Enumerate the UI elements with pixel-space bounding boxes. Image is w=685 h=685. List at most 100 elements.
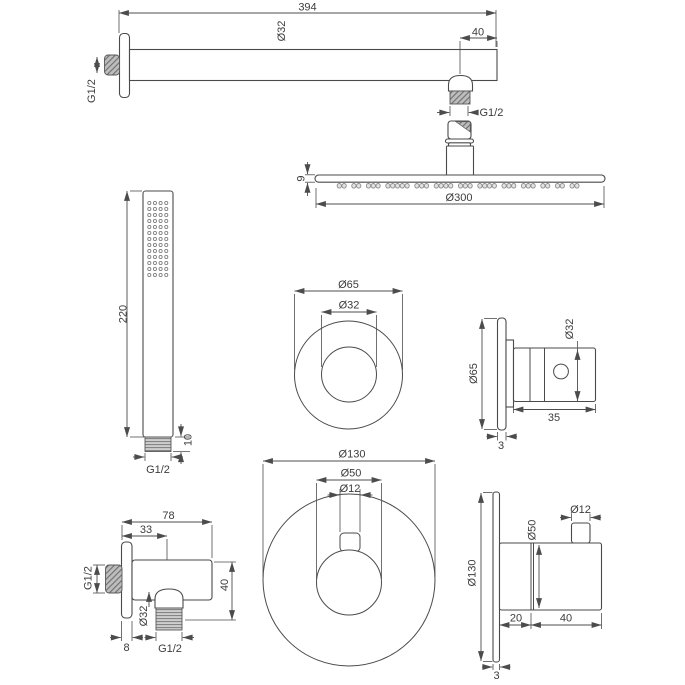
spray-dot bbox=[164, 254, 169, 259]
view-shower-arm: 394 Ø32 G1/2 40 bbox=[86, 2, 498, 103]
nozzle-dot bbox=[375, 183, 381, 189]
nozzle-dot bbox=[525, 183, 531, 189]
trim-plate-thickness-dimension: 3 bbox=[486, 432, 517, 452]
mixer-side-lever-width-label: Ø12 bbox=[570, 504, 591, 516]
arm-end-dome bbox=[447, 74, 474, 92]
arm-wall-plate bbox=[118, 32, 131, 99]
spray-dot bbox=[158, 273, 163, 278]
elbow-inlet-thread-label: G1/2 bbox=[82, 566, 94, 590]
trim-plate-thickness-label: 3 bbox=[498, 440, 504, 452]
nozzle-dot bbox=[443, 183, 449, 189]
mixer-side-knob-diameter-dimension: Ø50 bbox=[526, 520, 542, 609]
spray-dot bbox=[152, 230, 157, 235]
spray-dot bbox=[164, 267, 169, 272]
rain-head-nozzles bbox=[336, 183, 580, 189]
nozzle-dot bbox=[477, 183, 483, 189]
spray-dot bbox=[164, 248, 169, 253]
arm-length-dimension: 394 bbox=[118, 2, 497, 47]
hand-shower-body bbox=[142, 190, 174, 438]
spray-dot bbox=[147, 254, 152, 259]
mixer-side-plate-diameter-label: Ø130 bbox=[466, 560, 478, 587]
mixer-side-knob-diameter-label: Ø50 bbox=[526, 520, 538, 541]
hand-shower-spray-face bbox=[147, 200, 169, 278]
mixer-side-lever-width-dimension: Ø12 bbox=[560, 504, 601, 521]
spray-dot bbox=[152, 261, 157, 266]
spray-dot bbox=[147, 267, 152, 272]
trim-step-ring bbox=[505, 339, 515, 408]
spray-dot bbox=[152, 267, 157, 272]
trim-wall-plate bbox=[496, 317, 507, 431]
elbow-outlet-thread-dimension: G1/2 bbox=[144, 632, 194, 655]
nozzle-dot bbox=[540, 183, 546, 189]
nozzle-dot bbox=[486, 183, 493, 189]
nozzle-dot bbox=[448, 183, 454, 189]
head-thickness-label: 9 bbox=[295, 175, 307, 181]
trim-button bbox=[553, 363, 569, 380]
trim-depth-dimension: 35 bbox=[513, 404, 596, 424]
nozzle-dot bbox=[365, 183, 372, 189]
arm-inlet-thread bbox=[104, 54, 120, 76]
head-diameter-dimension: Ø300 bbox=[315, 186, 605, 208]
spray-dot bbox=[152, 242, 157, 247]
nozzle-dot bbox=[419, 183, 425, 189]
spray-dot bbox=[147, 206, 152, 211]
trim-plate-diameter-dimension: Ø65 bbox=[468, 318, 497, 430]
elbow-outlet-diameter-label: Ø32 bbox=[138, 606, 150, 627]
spray-dot bbox=[164, 218, 169, 223]
mixer-side-base-depth-label: 20 bbox=[510, 613, 522, 625]
hand-shower-length-label: 220 bbox=[117, 305, 129, 323]
mixer-side-plate-thickness-dimension: 3 bbox=[482, 664, 511, 682]
nozzle-dot bbox=[385, 183, 391, 189]
hand-shower-thread bbox=[144, 436, 172, 452]
mixer-knob-circle bbox=[316, 549, 382, 616]
mixer-wall-plate bbox=[492, 491, 501, 663]
mixer-lever-width-label: Ø12 bbox=[340, 483, 361, 495]
spray-dot bbox=[147, 218, 152, 223]
spray-dot bbox=[152, 248, 157, 253]
nozzle-dot bbox=[390, 183, 396, 189]
arm-tube-diameter-label: Ø32 bbox=[276, 21, 288, 42]
spray-dot bbox=[158, 218, 163, 223]
trim-inner-diameter-label: Ø32 bbox=[339, 300, 360, 312]
mixer-side-plate-diameter-dimension: Ø130 bbox=[466, 492, 493, 662]
nozzle-dot bbox=[433, 183, 439, 189]
nozzle-dot bbox=[404, 183, 410, 189]
mixer-knob-diameter-label: Ø50 bbox=[341, 468, 362, 480]
spray-dot bbox=[158, 224, 163, 229]
nozzle-dot bbox=[341, 183, 347, 189]
spray-dot bbox=[164, 206, 169, 211]
spray-dot bbox=[158, 248, 163, 253]
spray-dot bbox=[147, 236, 152, 241]
hand-shower-length-dimension: 220 bbox=[117, 190, 144, 438]
nozzle-dot bbox=[511, 183, 517, 189]
trim-inner-circle bbox=[321, 346, 377, 403]
view-rain-head: G1/2 9 Ø300 bbox=[295, 74, 606, 208]
view-outlet-elbow: 78 33 G1/2 Ø32 40 bbox=[82, 510, 236, 655]
nozzle-dot bbox=[399, 183, 405, 189]
mixer-plate-diameter-label: Ø130 bbox=[339, 449, 366, 461]
spray-dot bbox=[147, 230, 152, 235]
spray-dot bbox=[152, 218, 157, 223]
head-connector-thread-dimension: G1/2 bbox=[437, 106, 503, 119]
elbow-width-label: 78 bbox=[162, 510, 174, 522]
nozzle-dot bbox=[457, 183, 464, 189]
spray-dot bbox=[164, 200, 169, 205]
spray-dot bbox=[152, 200, 157, 205]
spray-dot bbox=[164, 224, 169, 229]
spray-dot bbox=[158, 254, 163, 259]
nozzle-dot bbox=[356, 183, 362, 189]
spray-dot bbox=[158, 236, 163, 241]
view-mixer-side: Ø130 Ø12 Ø50 20 40 3 bbox=[466, 491, 603, 682]
elbow-inlet-thread bbox=[105, 564, 123, 594]
hand-shower-thread-length-dimension: 10 bbox=[173, 424, 194, 464]
nozzle-dot bbox=[491, 183, 497, 189]
mixer-side-knob-depth-label: 40 bbox=[560, 613, 572, 625]
elbow-outlet-thread-label: G1/2 bbox=[158, 643, 182, 655]
elbow-outlet-diameter-dimension: Ø32 bbox=[138, 591, 152, 627]
trim-inner-diameter-dimension: Ø32 bbox=[321, 300, 377, 367]
spray-dot bbox=[158, 242, 163, 247]
ball-joint-nut bbox=[444, 120, 475, 147]
spray-dot bbox=[152, 206, 157, 211]
